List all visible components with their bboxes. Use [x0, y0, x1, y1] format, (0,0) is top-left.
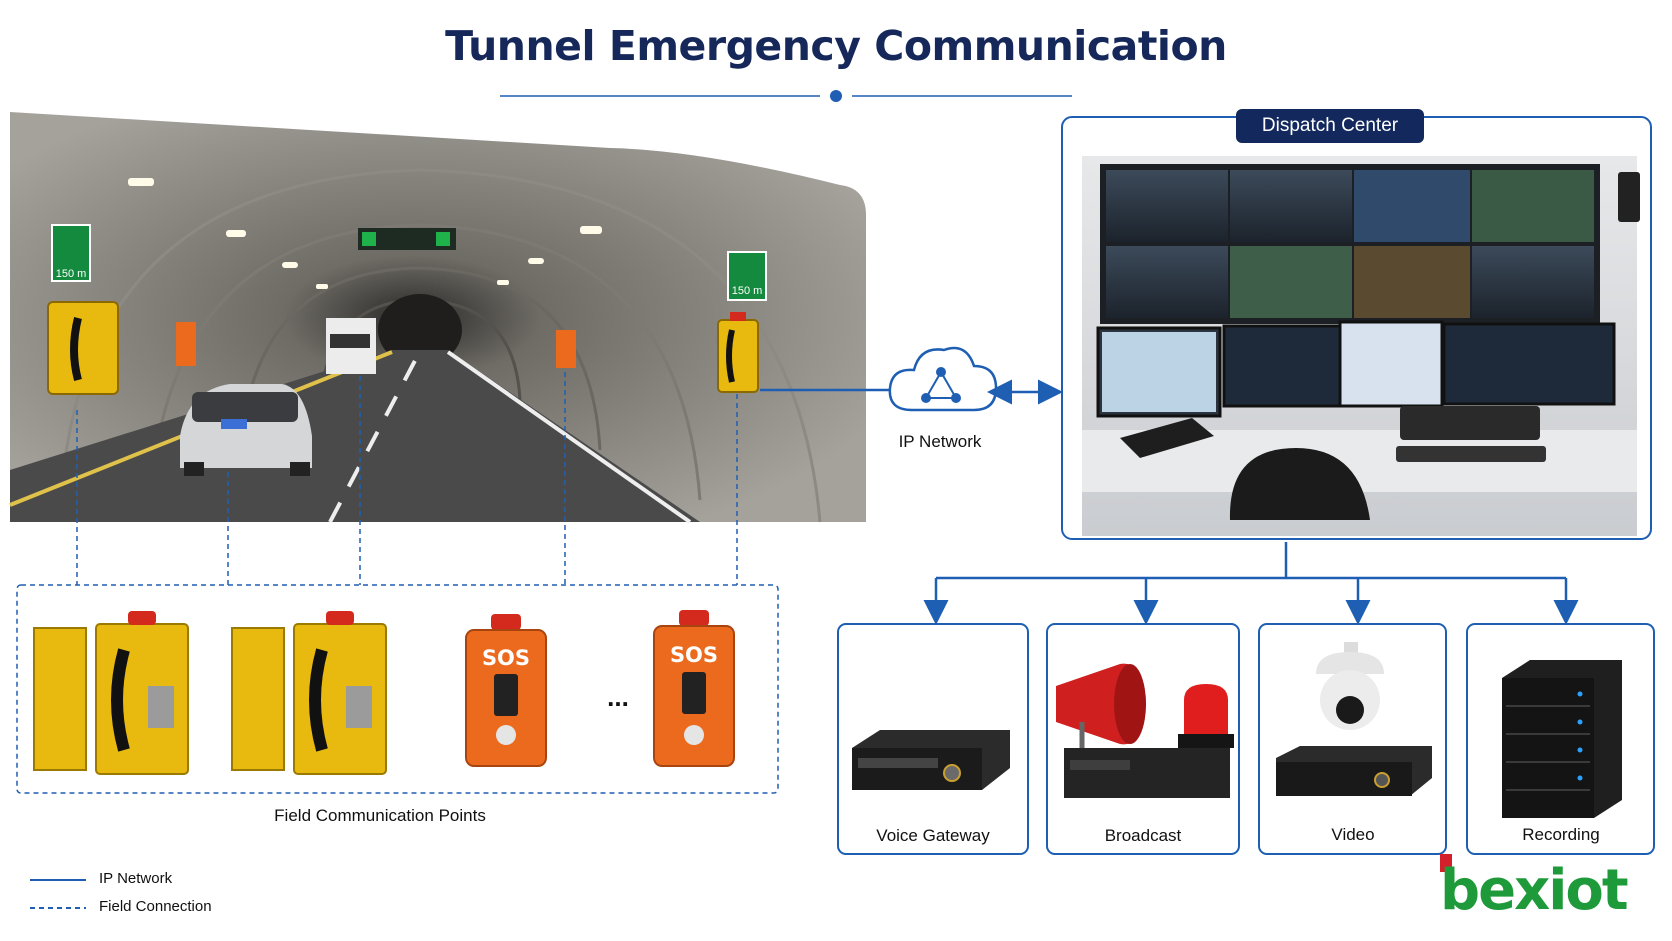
dispatch-center-panel	[1061, 116, 1652, 540]
ip-network-label: IP Network	[898, 432, 982, 451]
title-divider	[500, 90, 1072, 102]
wall-phone-2	[717, 312, 759, 393]
video-wall	[1106, 170, 1594, 318]
distribution-lines	[923, 542, 1579, 625]
legend-field-connection-label: Field Connection	[99, 898, 212, 915]
recording-storage-icon	[1502, 660, 1622, 818]
operator-monitors	[1096, 320, 1616, 418]
intercom-panel	[1618, 172, 1640, 222]
field-device-sos-2: SOS	[653, 610, 735, 767]
output-box-video	[1258, 623, 1447, 855]
page-title: Tunnel Emergency Communication	[445, 22, 1227, 70]
voice-gateway-icon	[852, 730, 1010, 790]
broadcast-horn-icon	[1056, 663, 1234, 798]
cloud-network-icon	[888, 346, 998, 412]
wall-phone-1	[47, 301, 119, 395]
sos-label-2: SOS	[670, 643, 718, 667]
field-connection-lines	[16, 372, 779, 794]
ptz-camera-icon	[1276, 642, 1432, 796]
legend-ip-network-label: IP Network	[99, 870, 173, 887]
field-device-telephone-2	[231, 611, 387, 775]
output-label-video: Video	[1331, 825, 1375, 844]
field-points-caption: Field Communication Points	[274, 806, 486, 825]
output-label-recording: Recording	[1522, 825, 1600, 844]
exit-sign-left-distance: 150 m	[56, 268, 87, 280]
output-label-voice-gateway: Voice Gateway	[876, 826, 990, 845]
logo-accent	[1440, 854, 1452, 872]
sos-label-1: SOS	[482, 646, 530, 670]
dispatch-center-label: Dispatch Center	[1236, 109, 1424, 143]
brand-logo: bexiot	[1440, 858, 1629, 923]
tunnel-scene: 150 m 150 m	[9, 112, 866, 524]
exit-sign-right-distance: 150 m	[732, 285, 763, 297]
output-label-broadcast: Broadcast	[1104, 826, 1182, 845]
field-device-telephone-1	[33, 611, 189, 775]
field-ellipsis: ...	[607, 682, 629, 712]
field-device-sos-1: SOS	[465, 614, 547, 767]
